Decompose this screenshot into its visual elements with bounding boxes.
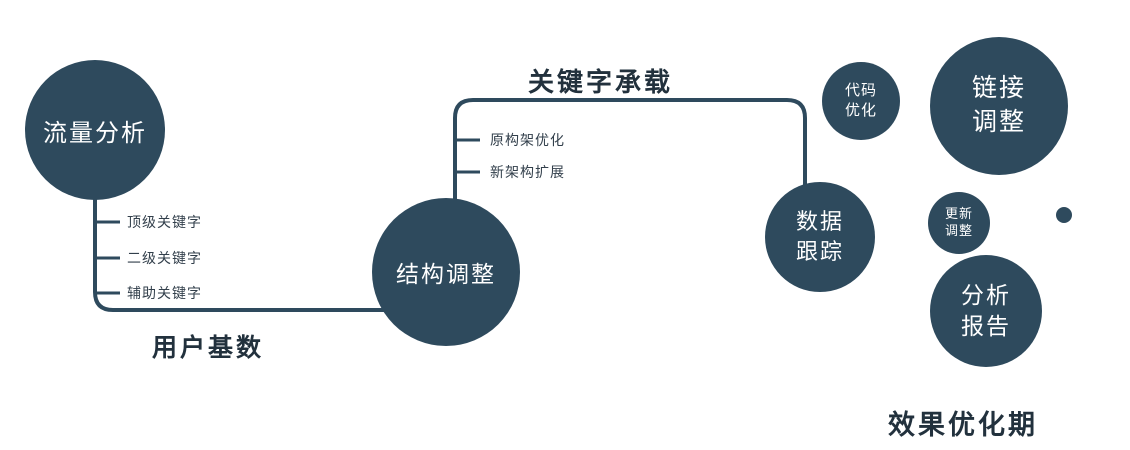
node-link-adjust-line1: 链接 [971, 74, 1026, 103]
node-link-adjust: 链接 调整 [930, 37, 1068, 175]
branch-auxiliary-keywords: 辅助关键字 [127, 285, 202, 301]
node-update-adjust: 更新 调整 [928, 192, 990, 254]
node-link-adjust-line2: 调整 [971, 108, 1026, 136]
node-analysis-report-line2: 报告 [961, 313, 1011, 339]
node-traffic-analysis-label: 流量分析 [43, 119, 147, 147]
edge-label-keyword-bearing: 关键字承载 [528, 67, 674, 97]
node-structure-adjust: 结构调整 [372, 198, 520, 346]
connector-structure-to-tracking [453, 98, 807, 212]
node-update-adjust-line2: 调整 [944, 223, 973, 238]
node-code-optimize: 代码 优化 [822, 62, 900, 140]
node-update-adjust-line1: 更新 [944, 206, 973, 222]
branch-original-architecture-optimize: 原构架优化 [490, 132, 565, 148]
node-analysis-report: 分析 报告 [930, 255, 1042, 367]
edge-label-user-base: 用户基数 [152, 334, 265, 362]
node-data-tracking-line1: 数据 [795, 209, 844, 235]
node-traffic-analysis: 流量分析 [25, 60, 165, 200]
branch-secondary-keywords: 二级关键字 [127, 250, 202, 266]
small-dot [1056, 207, 1072, 223]
node-code-optimize-line2: 优化 [844, 102, 877, 119]
branch-top-keywords: 顶级关键字 [127, 214, 202, 230]
node-data-tracking: 数据 跟踪 [765, 182, 875, 292]
branch-new-architecture-expand: 新架构扩展 [490, 164, 565, 180]
caption-effect-optimization-period: 效果优化期 [888, 410, 1038, 440]
node-data-tracking-line2: 跟踪 [795, 239, 844, 264]
node-structure-adjust-label: 结构调整 [396, 261, 496, 287]
node-analysis-report-line1: 分析 [961, 281, 1011, 308]
node-code-optimize-line1: 代码 [844, 81, 877, 99]
